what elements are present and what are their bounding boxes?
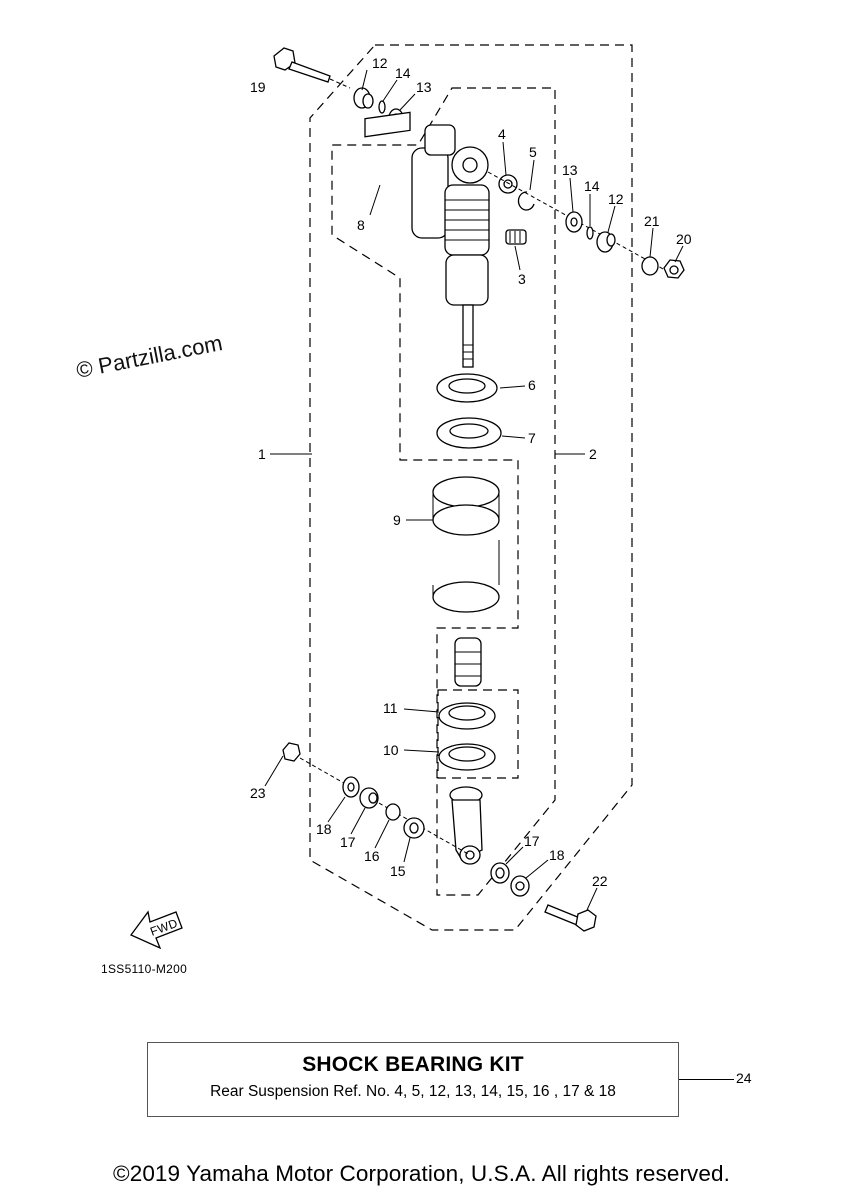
callout-5: 5 [529, 144, 537, 160]
callout-14-right: 14 [584, 178, 600, 194]
kit-title: SHOCK BEARING KIT [302, 1053, 524, 1076]
callout-18-right: 18 [549, 847, 565, 863]
part-3-adjuster [505, 229, 527, 245]
group-outline-lower [437, 689, 519, 779]
callout-14-left: 14 [395, 65, 411, 81]
part-21-washer [641, 256, 659, 276]
callout-22: 22 [592, 873, 608, 889]
callout-6: 6 [528, 377, 536, 393]
part-15-bearing [403, 817, 425, 839]
callout-2: 2 [589, 446, 597, 462]
part-10-spring-seat [438, 743, 496, 771]
copyright-notice: ©2019 Yamaha Motor Corporation, U.S.A. A… [113, 1161, 730, 1186]
shock-bearing-kit-box: SHOCK BEARING KIT Rear Suspension Ref. N… [147, 1042, 679, 1117]
callout-13-left: 13 [416, 79, 432, 95]
callout-17-left: 17 [340, 834, 356, 850]
group-outline-2 [331, 87, 556, 896]
callout-7: 7 [528, 430, 536, 446]
part-11-spring-guide [438, 702, 496, 730]
callout-16: 16 [364, 848, 380, 864]
part-8-label [364, 111, 411, 138]
callout-12-right: 12 [608, 191, 624, 207]
part-bump-stop [454, 637, 482, 687]
fwd-arrow: FWD [129, 910, 183, 950]
kit-description: Rear Suspension Ref. No. 4, 5, 12, 13, 1… [210, 1083, 616, 1100]
callout-4: 4 [498, 126, 506, 142]
part-18-washer-left [342, 776, 360, 798]
leader-lines [264, 69, 684, 911]
part-lower-clevis [449, 786, 483, 865]
callout-12-left: 12 [372, 55, 388, 71]
diagram-code: 1SS5110-M200 [101, 962, 187, 976]
part-6-lock-ring [436, 373, 498, 403]
part-12-collar-left [353, 87, 374, 109]
callout-3: 3 [518, 271, 526, 287]
callout-24: 24 [736, 1070, 752, 1086]
part-shock-body [444, 146, 490, 368]
part-7-adjuster-ring [436, 417, 502, 449]
part-17-collar-left [359, 787, 379, 809]
callout-8: 8 [357, 217, 365, 233]
part-14-oring-right [586, 226, 594, 240]
callout-13-right: 13 [562, 162, 578, 178]
callout-11: 11 [383, 700, 398, 716]
part-19-bolt [273, 47, 351, 89]
part-18-washer-right [510, 875, 530, 897]
kit-leader-line [679, 1079, 734, 1080]
callout-17-right: 17 [524, 833, 540, 849]
callout-10: 10 [383, 742, 399, 758]
callout-21: 21 [644, 213, 660, 229]
part-9-spring [432, 476, 500, 613]
part-16-spacer [385, 803, 401, 821]
callout-19: 19 [250, 79, 266, 95]
watermark-text: © Partzilla.com [74, 330, 224, 383]
part-reservoir [411, 124, 456, 239]
callout-23: 23 [250, 785, 266, 801]
callout-1: 1 [258, 446, 266, 462]
callout-15: 15 [390, 863, 406, 879]
callout-20: 20 [676, 231, 692, 247]
part-12-collar-right [596, 231, 616, 253]
group-outline-1 [309, 44, 633, 931]
callout-18-left: 18 [316, 821, 332, 837]
part-5-circlip [517, 191, 535, 211]
part-22-bolt [544, 904, 597, 932]
part-4-bearing [498, 174, 518, 194]
part-13-seal-right [565, 211, 583, 233]
part-14-oring-left [378, 100, 386, 114]
callout-9: 9 [393, 512, 401, 528]
part-20-nut [663, 259, 685, 279]
part-17-collar-right [490, 862, 510, 884]
part-23-nut [282, 742, 301, 762]
